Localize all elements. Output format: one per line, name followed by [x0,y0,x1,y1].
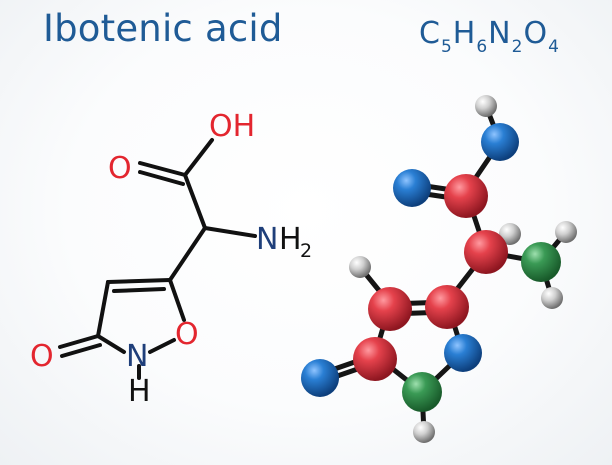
ring-o-label: O [175,317,199,352]
bond-c3-o-2 [60,343,102,358]
amine-n-label: N [256,222,278,257]
carbon-atom [368,287,412,331]
carbon-atom [444,174,488,218]
amine-h-label: H [279,222,302,257]
bond-c-alpha [183,173,207,230]
bond-c4-c5 [106,278,172,284]
bond-o1-n2 [148,338,176,354]
formula-subscript: 5 [440,37,452,57]
page-title: Ibotenic acid [43,7,283,50]
oxygen-atom [393,169,431,207]
formula-element: C [419,16,440,51]
nitrogen-atom [521,242,561,282]
bond-alpha-c5 [168,226,207,282]
nitrogen-atom [402,372,442,412]
formula-element: N [488,16,511,51]
carbonyl-o-label: O [108,151,132,186]
carbon-atom [464,230,508,274]
bond-c-o-double-1 [138,161,187,177]
bond-c5-o1 [168,278,186,322]
keto-o-label: O [30,339,54,374]
oxygen-atom [301,359,339,397]
hydrogen-atom [555,221,577,243]
carbon-atom [353,337,397,381]
formula-element: H [452,16,476,51]
oxygen-atom [481,123,519,161]
bond-c3-c4 [96,280,110,338]
bond-c-oh [183,138,214,177]
skeletal-bonds [58,138,257,380]
formula-element: O [523,16,548,51]
bond-n2-c3 [96,334,126,354]
molecular-formula: C5H6N2O4 [419,16,560,57]
hydrogen-atom [541,287,563,309]
amine-subscript: 2 [300,240,312,262]
bond-c-o-double-2 [138,170,185,186]
ring-nh-label: H [128,374,151,409]
hydrogen-atom [499,223,521,245]
hydrogen-atom [413,421,435,443]
hydrogen-atom [475,95,497,117]
carbon-atom [425,285,469,329]
oxygen-atom [444,334,482,372]
formula-subscript: 6 [476,37,488,57]
bond-alpha-n [203,226,257,238]
bond-c3-o-1 [58,334,100,349]
model-atoms [301,95,577,443]
ring-n-label: N [126,339,148,374]
hydroxyl-o-label: OH [209,109,255,144]
bond-c4-c5-inner [112,287,166,293]
hydrogen-atom [349,256,371,278]
formula-subscript: 2 [511,37,523,57]
formula-subscript: 4 [548,37,559,57]
